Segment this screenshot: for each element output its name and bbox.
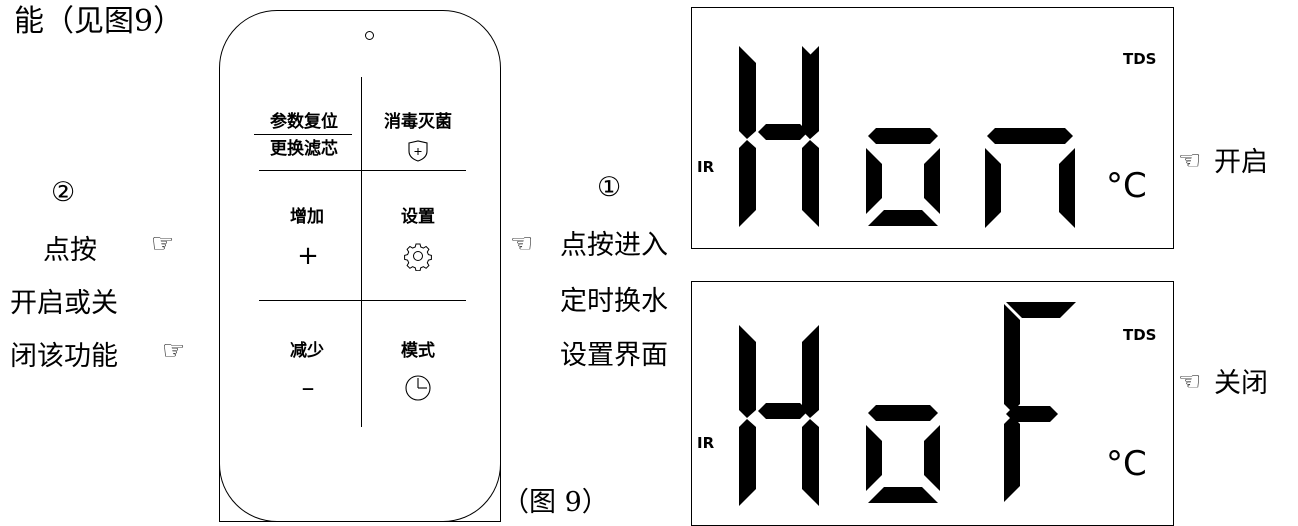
tds-indicator: TDS (1123, 50, 1157, 68)
display-on-caption: 开启 (1214, 147, 1268, 178)
remote-divider-2 (259, 300, 466, 302)
settings-label[interactable]: 设置 (401, 207, 435, 227)
replace-filter-label[interactable]: 更换滤芯 (270, 139, 338, 159)
step-1-line3: 设置界面 (560, 340, 668, 371)
indicator-light (365, 31, 374, 40)
plus-icon[interactable]: + (297, 241, 319, 271)
decrease-label[interactable]: 减少 (290, 341, 324, 361)
step-2-line2: 开启或关 (10, 288, 118, 319)
mode-label[interactable]: 模式 (401, 341, 435, 361)
celsius-unit: °C (1106, 166, 1147, 206)
remote-vertical-divider (361, 77, 363, 427)
remote-control-bottom (219, 448, 501, 522)
sterilize-label[interactable]: 消毒灭菌 (384, 112, 452, 132)
pointing-hand-left-icon: ☜ (1178, 367, 1202, 397)
minus-icon[interactable]: – (301, 373, 315, 403)
tds-indicator: TDS (1123, 326, 1157, 344)
pointing-hand-right-icon: ☞ (151, 229, 175, 259)
lcd-display-off: IR TDS °C (691, 281, 1174, 526)
clock-icon[interactable] (403, 373, 433, 403)
segment-text-hof (739, 302, 1076, 506)
ir-indicator: IR (697, 158, 715, 176)
pointing-hand-left-icon: ☜ (1178, 146, 1202, 176)
segment-text-hon (739, 46, 1075, 228)
lcd-display-on: IR TDS °C (691, 7, 1174, 249)
step-1-line1: 点按进入 (560, 230, 668, 261)
shield-plus-icon[interactable] (406, 139, 430, 163)
celsius-unit: °C (1106, 444, 1147, 484)
step-2-number: ② (51, 177, 76, 208)
pointing-hand-left-icon: ☜ (510, 229, 534, 259)
reset-params-label[interactable]: 参数复位 (270, 112, 338, 132)
pointing-hand-right-icon: ☞ (162, 336, 186, 366)
remote-divider-1 (259, 170, 466, 172)
header-fragment: 能（见图9） (14, 4, 184, 39)
remote-control-outline (219, 10, 501, 522)
increase-label[interactable]: 增加 (290, 207, 324, 227)
step-2-line3: 闭该功能 (10, 341, 118, 372)
step-2-line1: 点按 (43, 235, 97, 266)
reset-divider (254, 134, 352, 136)
step-1-line2: 定时换水 (560, 286, 668, 317)
gear-icon[interactable] (403, 241, 433, 271)
step-1-number: ① (597, 172, 622, 203)
display-off-caption: 关闭 (1214, 368, 1268, 399)
figure-caption: （图 9） (502, 487, 609, 518)
ir-indicator: IR (697, 434, 715, 452)
